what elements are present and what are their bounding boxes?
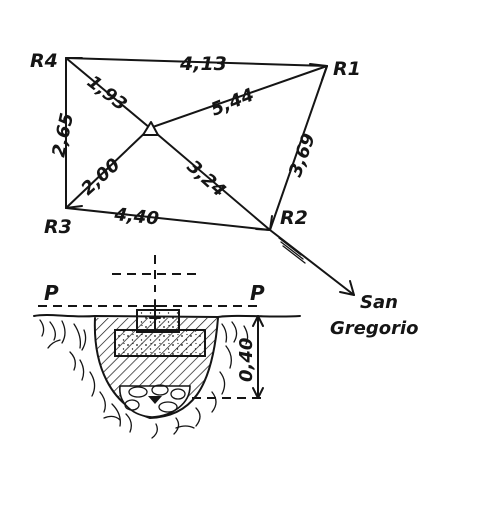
ground-line bbox=[33, 314, 301, 318]
station-label-r4: R4 bbox=[30, 50, 58, 72]
direction-label-line2: Gregorio bbox=[330, 318, 419, 339]
station-label-r1: R1 bbox=[333, 58, 361, 80]
station-label-r2: R2 bbox=[280, 207, 308, 229]
buried-marker-icon bbox=[148, 396, 162, 404]
distance-r1-r2: 3,69 bbox=[285, 131, 320, 180]
line-center-r1 bbox=[149, 65, 328, 129]
distance-center-r3: 2,00 bbox=[77, 154, 124, 199]
depth-arrowhead-top-icon bbox=[252, 315, 264, 327]
distance-center-r1: 5,44 bbox=[208, 85, 257, 121]
plane-label-right: P bbox=[250, 281, 265, 305]
triangulation-plan: R4 R1 R3 R2 4,13 1,93 5,44 2,65 2,00 3,2… bbox=[30, 50, 419, 339]
plane-label-left: P bbox=[44, 281, 59, 305]
direction-arrow-ticks bbox=[278, 237, 306, 264]
arrowhead-r3 bbox=[65, 191, 83, 209]
line-center-r4 bbox=[65, 57, 151, 129]
soil-texture bbox=[39, 319, 249, 439]
benchmark-section: P P bbox=[33, 255, 301, 439]
concrete-base bbox=[114, 329, 206, 357]
depth-arrowhead-bottom-icon bbox=[252, 387, 264, 399]
line-center-r2 bbox=[149, 127, 271, 231]
benchmark-pin-icon bbox=[145, 299, 165, 331]
distance-center-r2: 3,24 bbox=[183, 156, 230, 201]
line-r3-r2 bbox=[65, 207, 271, 231]
benchmark-triangle-icon bbox=[142, 121, 159, 136]
direction-arrowhead-icon bbox=[339, 280, 355, 296]
depth-label: 0,40 bbox=[236, 338, 257, 382]
distance-r3-r2: 4,40 bbox=[112, 204, 159, 230]
stone-layer bbox=[119, 384, 191, 418]
distance-r4-r1: 4,13 bbox=[179, 53, 227, 75]
line-r1-r2 bbox=[269, 65, 328, 231]
line-center-r3 bbox=[65, 127, 151, 209]
arrowhead-r4 bbox=[65, 57, 83, 75]
distance-r4-r3: 2,65 bbox=[48, 111, 78, 159]
concrete-head bbox=[136, 309, 180, 333]
arrowhead-r1 bbox=[309, 63, 328, 81]
direction-arrow-line bbox=[269, 229, 355, 296]
direction-label-line1: San bbox=[360, 292, 398, 313]
station-label-r3: R3 bbox=[44, 216, 72, 238]
line-r4-r1 bbox=[65, 57, 328, 67]
distance-r4-center: 1,93 bbox=[83, 71, 131, 115]
